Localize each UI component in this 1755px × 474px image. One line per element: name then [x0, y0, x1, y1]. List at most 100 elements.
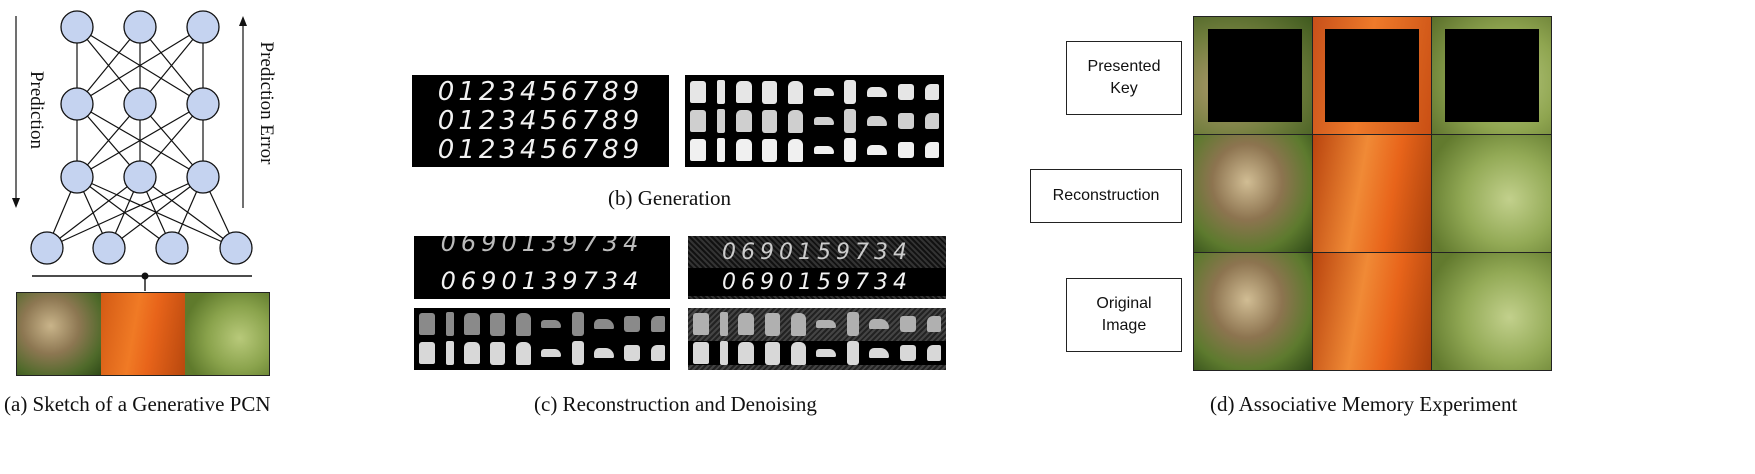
- orig-apple-tile: [1432, 253, 1551, 370]
- network-node: [92, 231, 126, 265]
- key-cup-tile: [1313, 17, 1431, 134]
- fashion-item: [813, 88, 834, 96]
- fashion-item: [738, 313, 755, 335]
- fashion-item: [897, 84, 914, 100]
- fashion-item: [735, 81, 752, 103]
- fashion-item: [788, 138, 804, 162]
- fashion-item: [816, 349, 837, 357]
- fashion-item: [867, 116, 888, 126]
- fashion-item: [816, 320, 837, 328]
- fashion-item: [790, 341, 806, 365]
- fashion-item: [867, 145, 888, 155]
- recon-apple-tile: [1432, 135, 1551, 252]
- prediction-error-arrow-label: Prediction Error: [256, 41, 277, 165]
- fashion-item: [571, 341, 584, 365]
- denoised-digit-row: 0690159734: [688, 268, 946, 296]
- fashion-item: [690, 81, 707, 103]
- network-edge: [46, 176, 141, 249]
- caption-a: (a) Sketch of a Generative PCN: [4, 392, 271, 416]
- caption-d: (d) Associative Memory Experiment: [1210, 392, 1518, 416]
- fashion-item: [719, 341, 728, 365]
- fashion-item: [690, 110, 707, 132]
- fashion-item: [593, 319, 614, 329]
- fashion-item: [813, 146, 834, 154]
- network-node: [60, 87, 94, 121]
- noisy-digit-row: 0690159734: [722, 239, 912, 265]
- reconstructed-digit-row: 0690139734: [440, 267, 644, 295]
- fashion-item: [490, 312, 506, 336]
- network-edge: [76, 103, 204, 178]
- fashion-item: [717, 138, 726, 162]
- fashion-item: [924, 84, 939, 100]
- fashion-item: [844, 138, 857, 162]
- fashion-item: [846, 312, 859, 336]
- fashion-item: [926, 316, 941, 332]
- fashion-item: [788, 80, 804, 104]
- fashion-item: [788, 109, 804, 133]
- fashion-item: [463, 313, 480, 335]
- digit-row-3: 0123456789: [437, 135, 644, 165]
- network-edge: [46, 176, 204, 249]
- fashion-item: [846, 341, 859, 365]
- fashion-item: [445, 312, 454, 336]
- reconstruction-fashion-panel: [414, 308, 670, 370]
- fashion-item: [897, 142, 914, 158]
- generated-fashion-panel: [685, 75, 944, 167]
- network-edge: [108, 176, 204, 249]
- fashion-item: [924, 113, 939, 129]
- fashion-item: [900, 316, 917, 332]
- fashion-item: [650, 316, 665, 332]
- recon-dog-tile: [1194, 135, 1312, 252]
- fashion-item: [719, 312, 728, 336]
- fashion-item: [717, 109, 726, 133]
- apple-image: [185, 293, 269, 375]
- fashion-item: [790, 312, 806, 336]
- pcn-network-diagram: [12, 10, 253, 291]
- fashion-item: [515, 312, 531, 336]
- key-apple-tile: [1432, 17, 1551, 134]
- occlusion-mask: [1208, 29, 1302, 122]
- fashion-item: [765, 312, 781, 336]
- fashion-item: [926, 345, 941, 361]
- digit-row-1: 0123456789: [437, 77, 644, 107]
- fashion-item: [762, 138, 778, 162]
- fashion-item: [924, 142, 939, 158]
- network-edge: [76, 26, 204, 105]
- network-node: [219, 231, 253, 265]
- fashion-item: [650, 345, 665, 361]
- network-node: [186, 87, 220, 121]
- denoising-fashion-panel: [688, 308, 946, 370]
- fashion-item: [693, 313, 710, 335]
- network-node: [123, 87, 157, 121]
- fashion-item: [593, 348, 614, 358]
- fashion-item: [844, 80, 857, 104]
- cup-image: [101, 293, 185, 375]
- digit-row-2: 0123456789: [437, 106, 644, 136]
- fashion-item: [869, 348, 890, 358]
- fashion-item: [735, 139, 752, 161]
- orig-cup-tile: [1313, 253, 1431, 370]
- generated-mnist-panel: 0123456789 0123456789 0123456789: [412, 75, 669, 167]
- fashion-item: [735, 110, 752, 132]
- caption-c: (c) Reconstruction and Denoising: [534, 392, 817, 416]
- fashion-item: [813, 117, 834, 125]
- fashion-item: [541, 320, 562, 328]
- fashion-item: [690, 139, 707, 161]
- fashion-item: [693, 342, 710, 364]
- key-dog-tile: [1194, 17, 1312, 134]
- fashion-item: [765, 341, 781, 365]
- recon-cup-tile: [1313, 135, 1431, 252]
- fashion-item: [624, 345, 641, 361]
- fashion-item: [419, 313, 436, 335]
- prediction-arrow-label: Prediction: [26, 70, 47, 150]
- dog-image: [17, 293, 101, 375]
- fashion-item: [445, 341, 454, 365]
- fashion-item: [515, 341, 531, 365]
- network-node: [60, 160, 94, 194]
- network-node: [123, 160, 157, 194]
- network-node: [186, 160, 220, 194]
- fashion-item: [897, 113, 914, 129]
- orig-dog-tile: [1194, 253, 1312, 370]
- caption-b: (b) Generation: [608, 186, 732, 210]
